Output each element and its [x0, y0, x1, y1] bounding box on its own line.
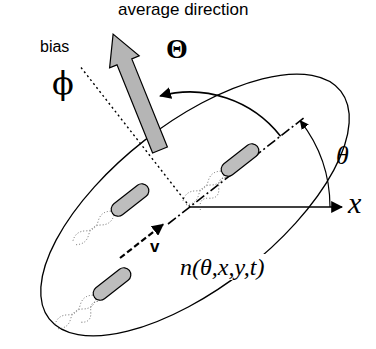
Theta-arc — [160, 92, 280, 136]
velocity-arrow — [120, 224, 163, 258]
axis-label: x — [348, 186, 361, 219]
density-label: n(θ,x,y,t) — [178, 254, 266, 280]
angle-symbol: Θ — [166, 34, 188, 65]
velocity-label: v — [150, 238, 159, 257]
direction-label: average direction — [118, 1, 248, 20]
theta-arc — [300, 121, 330, 207]
angle-symbol: θ — [336, 142, 349, 171]
average-direction-arrow — [110, 34, 168, 153]
bacterium — [71, 181, 152, 249]
orientation-axis — [168, 117, 305, 224]
bacterium — [181, 141, 267, 215]
region-ellipse — [0, 26, 376, 349]
angle-symbol: ϕ — [52, 66, 74, 101]
bias-label: bias — [40, 38, 69, 56]
x-axis — [190, 206, 342, 207]
bacterium — [53, 265, 138, 338]
